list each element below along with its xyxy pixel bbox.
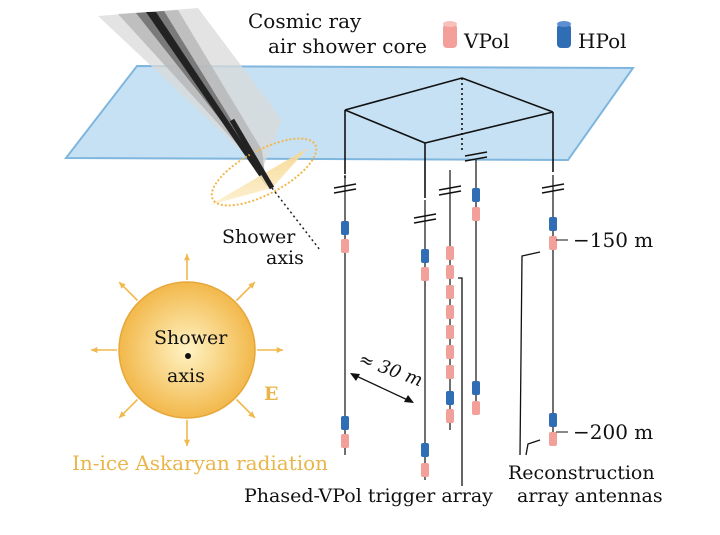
vpol-legend-icon — [443, 21, 457, 48]
askaryan-cone — [210, 148, 308, 205]
vpol-antenna — [446, 246, 454, 260]
vpol-antenna — [446, 285, 454, 299]
vpol-antenna — [446, 365, 454, 379]
shower-axis-label-1: Shower — [222, 226, 296, 248]
hpol-antenna — [549, 413, 557, 427]
efield-arrow-head — [248, 411, 255, 418]
askaryan-circle — [118, 281, 256, 419]
reconstruction-label-2: array antennas — [517, 485, 663, 507]
efield-arrow-head — [276, 346, 283, 354]
vpol-antenna — [446, 345, 454, 359]
hpol-antenna — [341, 221, 349, 235]
shower-axis-dot — [185, 353, 191, 359]
vpol-legend-label: VPol — [463, 29, 510, 53]
circle-label-1: Shower — [154, 327, 228, 349]
hpol-antenna — [549, 217, 557, 231]
vpol-antenna — [446, 325, 454, 339]
hpol-antenna — [421, 249, 429, 263]
circle-label-2: axis — [167, 365, 205, 387]
cosmic-ray-label: Cosmic ray — [248, 9, 362, 33]
vpol-antenna — [472, 401, 480, 415]
hpol-antenna — [446, 391, 454, 405]
reco-pointer-upper — [519, 251, 541, 456]
vpol-antenna — [341, 239, 349, 253]
hpol-legend-icon — [557, 21, 571, 48]
efield-arrow-head — [183, 254, 191, 261]
vpol-antenna — [421, 267, 429, 281]
askaryan-label: In-ice Askaryan radiation — [72, 451, 328, 475]
hpol-legend-label: HPol — [578, 29, 627, 53]
efield-arrow-head — [183, 439, 191, 446]
vpol-antenna — [446, 409, 454, 423]
efield-arrow-head — [91, 346, 98, 354]
hpol-antenna — [472, 188, 480, 202]
efield-arrow-head — [119, 282, 126, 289]
shower-halo-mid — [118, 10, 265, 175]
vpol-antenna — [549, 432, 557, 446]
efield-label: E — [264, 383, 278, 405]
reconstruction-label-1: Reconstruction — [508, 462, 655, 484]
shower-axis-label-2: axis — [266, 247, 304, 269]
vpol-antenna — [446, 305, 454, 319]
shower-core-tip — [229, 118, 275, 190]
shower-axis-line — [271, 187, 321, 251]
antenna-array — [341, 188, 557, 477]
hpol-antenna — [472, 381, 480, 395]
air-shower-label: air shower core — [268, 34, 427, 58]
depth-200-label: −200 m — [573, 420, 653, 444]
spacing-arrow — [350, 373, 414, 403]
depth-150-label: −150 m — [573, 228, 653, 252]
hpol-antenna — [341, 416, 349, 430]
vpol-antenna — [472, 207, 480, 221]
spacing-label: ≈ 30 m — [356, 349, 426, 391]
phased-array-label: Phased-VPol trigger array — [244, 485, 493, 507]
efield-arrow-head — [248, 282, 255, 289]
shower-core — [146, 12, 270, 186]
vpol-antenna — [341, 434, 349, 448]
efield-arrow-head — [119, 411, 126, 418]
vpol-antenna — [421, 463, 429, 477]
station-frame — [344, 77, 554, 198]
reco-pointer-lower — [525, 439, 541, 456]
vpol-antenna — [446, 265, 454, 279]
string-breaks — [333, 151, 565, 224]
hpol-antenna — [421, 443, 429, 457]
phased-array-pointer — [458, 277, 463, 486]
vpol-antenna — [549, 236, 557, 250]
efield-arrows — [91, 254, 283, 446]
